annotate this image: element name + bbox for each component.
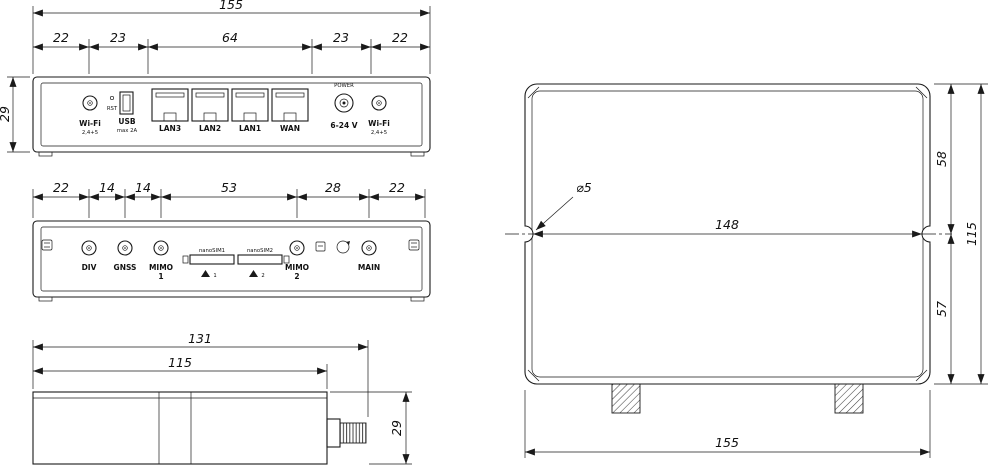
mimo2-label: MIMO <box>285 263 309 272</box>
wifi-right-band: 2,4+5 <box>371 130 387 136</box>
dim-top-lower: 57 <box>934 301 949 317</box>
dim-top-between-holes: 148 <box>715 217 739 232</box>
sim2-arrow-icon <box>249 270 258 277</box>
front-case <box>32 76 431 157</box>
power-label: POWER <box>334 83 354 89</box>
lan1-label: LAN1 <box>239 124 261 133</box>
mimo1-label: MIMO <box>149 263 173 272</box>
dim-front-seg4: 23 <box>333 30 349 45</box>
wifi-left-label: Wi-Fi <box>79 119 101 128</box>
mimo1-number: 1 <box>158 272 163 281</box>
dim-rear-seg1: 22 <box>53 180 69 195</box>
main-label: MAIN <box>358 263 380 272</box>
wifi-right-label: Wi-Fi <box>368 119 390 128</box>
lan2-label: LAN2 <box>199 124 221 133</box>
card-icon <box>315 241 326 252</box>
sim-slots: nanoSIM1 nanoSIM2 1 2 <box>182 248 290 279</box>
dim-top-upper: 58 <box>934 151 949 167</box>
mimo2-number: 2 <box>294 272 299 281</box>
front-view: 155 22 23 64 23 22 29 <box>0 0 431 157</box>
dim-rear-seg5: 28 <box>325 180 341 195</box>
rear-dimensions: 22 14 14 53 28 22 <box>32 180 426 218</box>
hole-diameter-callout: ⌀5 <box>535 180 592 231</box>
usb-label: USB <box>118 117 135 126</box>
lan2-port: LAN2 <box>191 88 229 133</box>
regulatory-icon-right <box>408 239 420 251</box>
main-connector: MAIN <box>358 240 380 272</box>
dim-front-seg3: 64 <box>222 30 238 45</box>
screw-stud-left <box>611 383 641 414</box>
lan3-label: LAN3 <box>159 124 181 133</box>
div-label: DIV <box>82 263 97 272</box>
wan-label: WAN <box>280 124 300 133</box>
sim1-eject-button <box>182 255 189 264</box>
reset-hole: RST <box>107 95 118 112</box>
dim-rear-seg2: 14 <box>99 180 115 195</box>
dim-front-seg5: 22 <box>392 30 408 45</box>
dim-rear-seg3: 14 <box>135 180 151 195</box>
side-dimensions: 131 115 29 <box>32 331 412 465</box>
gnss-label: GNSS <box>114 263 137 272</box>
mimo2-connector: MIMO 2 <box>285 240 309 281</box>
top-bottom-dimension: 155 <box>524 390 931 458</box>
nanosim1-label: nanoSIM1 <box>199 248 225 254</box>
dim-side-total: 131 <box>188 331 212 346</box>
lan3-port: LAN3 <box>151 88 189 133</box>
screw-stud-right <box>834 383 864 414</box>
rear-case <box>32 220 431 302</box>
dim-top-width: 155 <box>715 435 739 450</box>
dim-side-body: 115 <box>168 355 192 370</box>
dim-front-height: 29 <box>0 106 12 122</box>
wifi-left-connector: Wi-Fi 2,4+5 <box>79 95 101 136</box>
rst-label: RST <box>107 106 118 112</box>
dim-side-height: 29 <box>389 420 404 436</box>
dim-top-height: 115 <box>964 222 979 246</box>
dim-rear-seg4: 53 <box>221 180 237 195</box>
dim-front-total: 155 <box>219 0 243 12</box>
sim1-arrow-icon <box>201 270 210 277</box>
side-view: 131 115 29 <box>32 331 412 465</box>
sim1-slot <box>189 254 235 265</box>
lan1-port: LAN1 <box>231 88 269 133</box>
rear-view: 22 14 14 53 28 22 <box>32 180 431 302</box>
front-dimensions: 155 22 23 64 23 22 29 <box>0 0 431 153</box>
sim1-number: 1 <box>213 273 216 279</box>
top-view: 148 ⌀5 58 57 115 15 <box>505 83 988 458</box>
regulatory-icon-left <box>41 239 53 251</box>
gnss-connector: GNSS <box>114 240 137 272</box>
sim2-slot <box>237 254 283 265</box>
wifi-right-connector: Wi-Fi 2,4+5 <box>368 95 390 136</box>
reset-cycle-icon <box>336 240 350 254</box>
wan-port: WAN <box>271 88 309 133</box>
power-volts-label: 6-24 V <box>330 121 357 130</box>
dim-front-seg2: 23 <box>110 30 126 45</box>
dim-front-seg1: 22 <box>53 30 69 45</box>
antenna-connector <box>326 418 367 448</box>
usb-port: USB max 2A <box>117 91 138 134</box>
dim-hole-diameter: ⌀5 <box>576 180 592 195</box>
sim2-number: 2 <box>261 273 264 279</box>
wifi-left-band: 2,4+5 <box>82 130 98 136</box>
ethernet-ports: LAN3 LAN2 LAN1 WAN <box>151 88 309 133</box>
top-centerline: 148 <box>505 217 952 238</box>
mimo1-connector: MIMO 1 <box>149 240 173 281</box>
power-jack: POWER 6-24 V <box>330 83 357 130</box>
sim2-eject-button <box>283 255 290 264</box>
usb-sub-label: max 2A <box>117 128 138 134</box>
div-connector: DIV <box>81 240 97 272</box>
side-case <box>32 391 328 465</box>
dim-rear-seg6: 22 <box>389 180 405 195</box>
top-right-dimensions: 58 57 115 <box>934 83 988 385</box>
nanosim2-label: nanoSIM2 <box>247 248 273 254</box>
